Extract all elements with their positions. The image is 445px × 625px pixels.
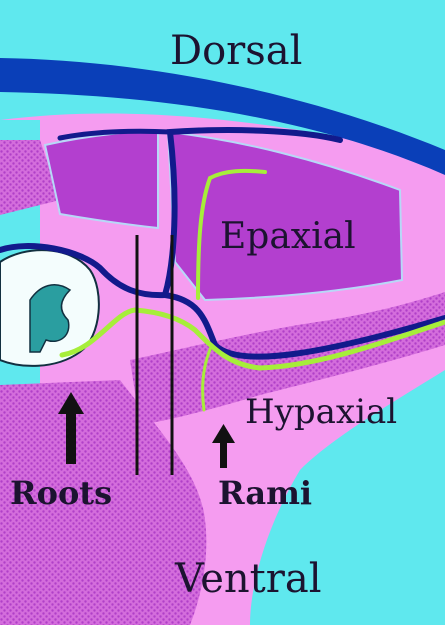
dorsal-label: Dorsal (170, 28, 302, 74)
rami-label: Rami (218, 474, 312, 512)
epaxial-muscle-left (45, 132, 158, 228)
epaxial-label: Epaxial (220, 216, 356, 257)
hypaxial-label: Hypaxial (245, 392, 397, 432)
roots-label: Roots (10, 474, 112, 512)
ventral-label: Ventral (175, 556, 321, 602)
